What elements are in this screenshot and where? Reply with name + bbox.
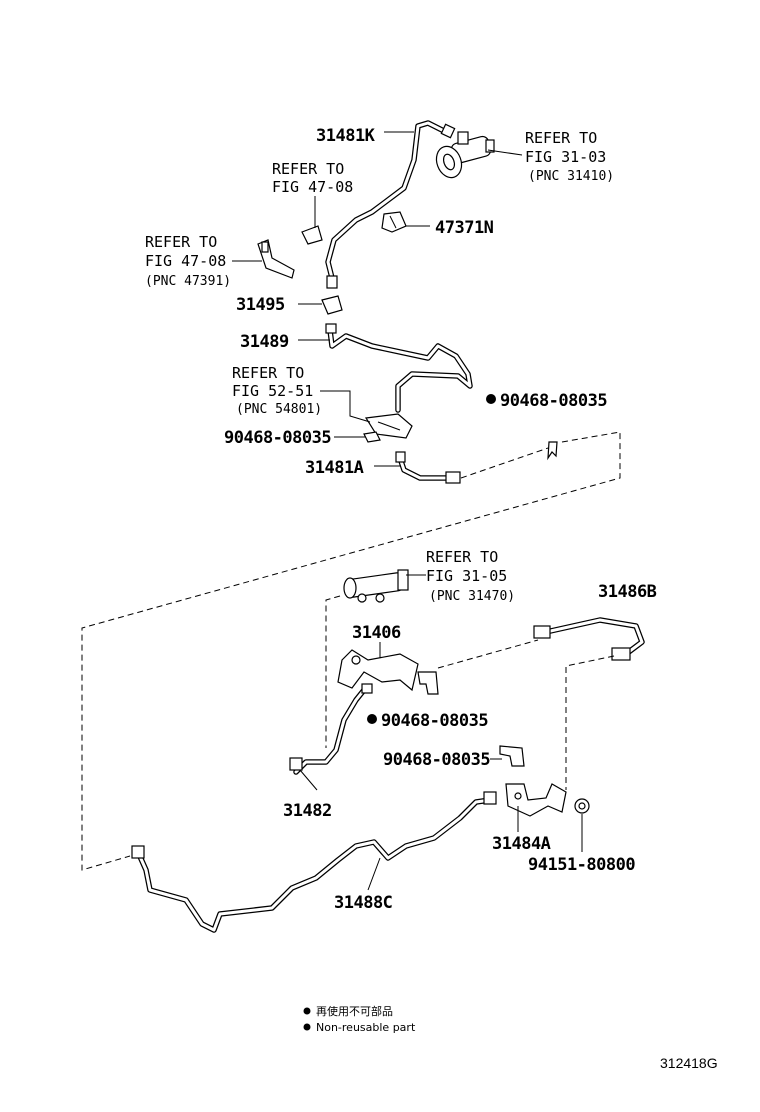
pipe-31482 [289, 683, 373, 775]
ref-47-08-lower-pnc: (PNC 47391) [145, 274, 231, 289]
non-reusable-marker-upper [486, 394, 496, 404]
bracket-31484A-part [505, 783, 567, 817]
ref-47-08-lower-line1: REFER TO [145, 233, 217, 251]
label-31484A: 31484A [492, 834, 551, 854]
ref-31-03-line2: FIG 31-03 [525, 148, 606, 166]
pipe-31489 [325, 323, 473, 413]
ref-fig-31-03: REFER TO FIG 31-03 (PNC 31410) [525, 129, 614, 184]
bracket-54801-part [364, 413, 413, 439]
leader-lines [232, 131, 583, 891]
hose-31486B [533, 617, 645, 661]
clip-upper-left-part [363, 431, 381, 443]
ref-47-08-lower-line2: FIG 47-08 [145, 252, 226, 270]
ref-fig-47-08-lower: REFER TO FIG 47-08 (PNC 47391) [145, 233, 231, 289]
label-31495: 31495 [236, 295, 285, 315]
ref-fig-31-05: REFER TO FIG 31-05 (PNC 31470) [426, 548, 515, 604]
ref-fig-47-08-upper: REFER TO FIG 47-08 [272, 160, 353, 196]
ref-52-51-pnc: (PNC 54801) [236, 402, 322, 417]
label-31482: 31482 [283, 801, 332, 821]
label-31488C: 31488C [334, 893, 392, 913]
ref-31-05-pnc: (PNC 31470) [429, 589, 515, 604]
clip-upper-right-part [547, 441, 558, 461]
legend: 再使用不可部品 Non-reusable part [303, 1004, 416, 1034]
clip-lower-part [499, 745, 525, 767]
hose-31481A [395, 451, 461, 484]
label-31406: 31406 [352, 623, 401, 643]
pipe-31488C [131, 791, 497, 933]
union-31495-part [321, 295, 343, 315]
label-90468-upper-left: 90468-08035 [224, 428, 331, 448]
label-90468-mid: 90468-08035 [381, 711, 488, 731]
ref-52-51-line2: FIG 52-51 [232, 382, 313, 400]
nut-94151-part [574, 798, 590, 814]
clip-mid-part [417, 671, 439, 695]
legend-marker-en [303, 1023, 311, 1031]
bracket-47391-part [257, 239, 295, 279]
master-cylinder-part [435, 131, 495, 179]
pipe-31481K [325, 120, 456, 289]
release-cylinder-part [343, 569, 409, 603]
ref-31-03-line1: REFER TO [525, 129, 597, 147]
ref-47-08-upper-line1: REFER TO [272, 160, 344, 178]
clamp-47371N-part [381, 211, 407, 233]
label-94151: 94151-80800 [528, 855, 635, 875]
label-90468-upper-right: 90468-08035 [500, 391, 607, 411]
legend-text-en: Non-reusable part [316, 1021, 416, 1034]
ref-47-08-upper-line2: FIG 47-08 [272, 178, 353, 196]
label-47371N: 47371N [435, 218, 494, 238]
ref-31-05-line2: FIG 31-05 [426, 567, 507, 585]
clamp-47-08-part [301, 225, 323, 245]
figure-id: 312418G [660, 1055, 718, 1071]
ref-52-51-line1: REFER TO [232, 364, 304, 382]
label-31486B: 31486B [598, 582, 657, 602]
label-90468-lower: 90468-08035 [383, 750, 490, 770]
ref-31-05-line1: REFER TO [426, 548, 498, 566]
non-reusable-marker-lower [367, 714, 377, 724]
legend-marker-jp [303, 1007, 311, 1015]
label-31481K: 31481K [316, 126, 376, 146]
bracket-31406-part [337, 649, 419, 692]
legend-text-jp: 再使用不可部品 [316, 1004, 393, 1018]
ref-fig-52-51: REFER TO FIG 52-51 (PNC 54801) [232, 364, 322, 417]
ref-31-03-pnc: (PNC 31410) [528, 169, 614, 184]
label-31481A: 31481A [305, 458, 364, 478]
label-31489: 31489 [240, 332, 289, 352]
